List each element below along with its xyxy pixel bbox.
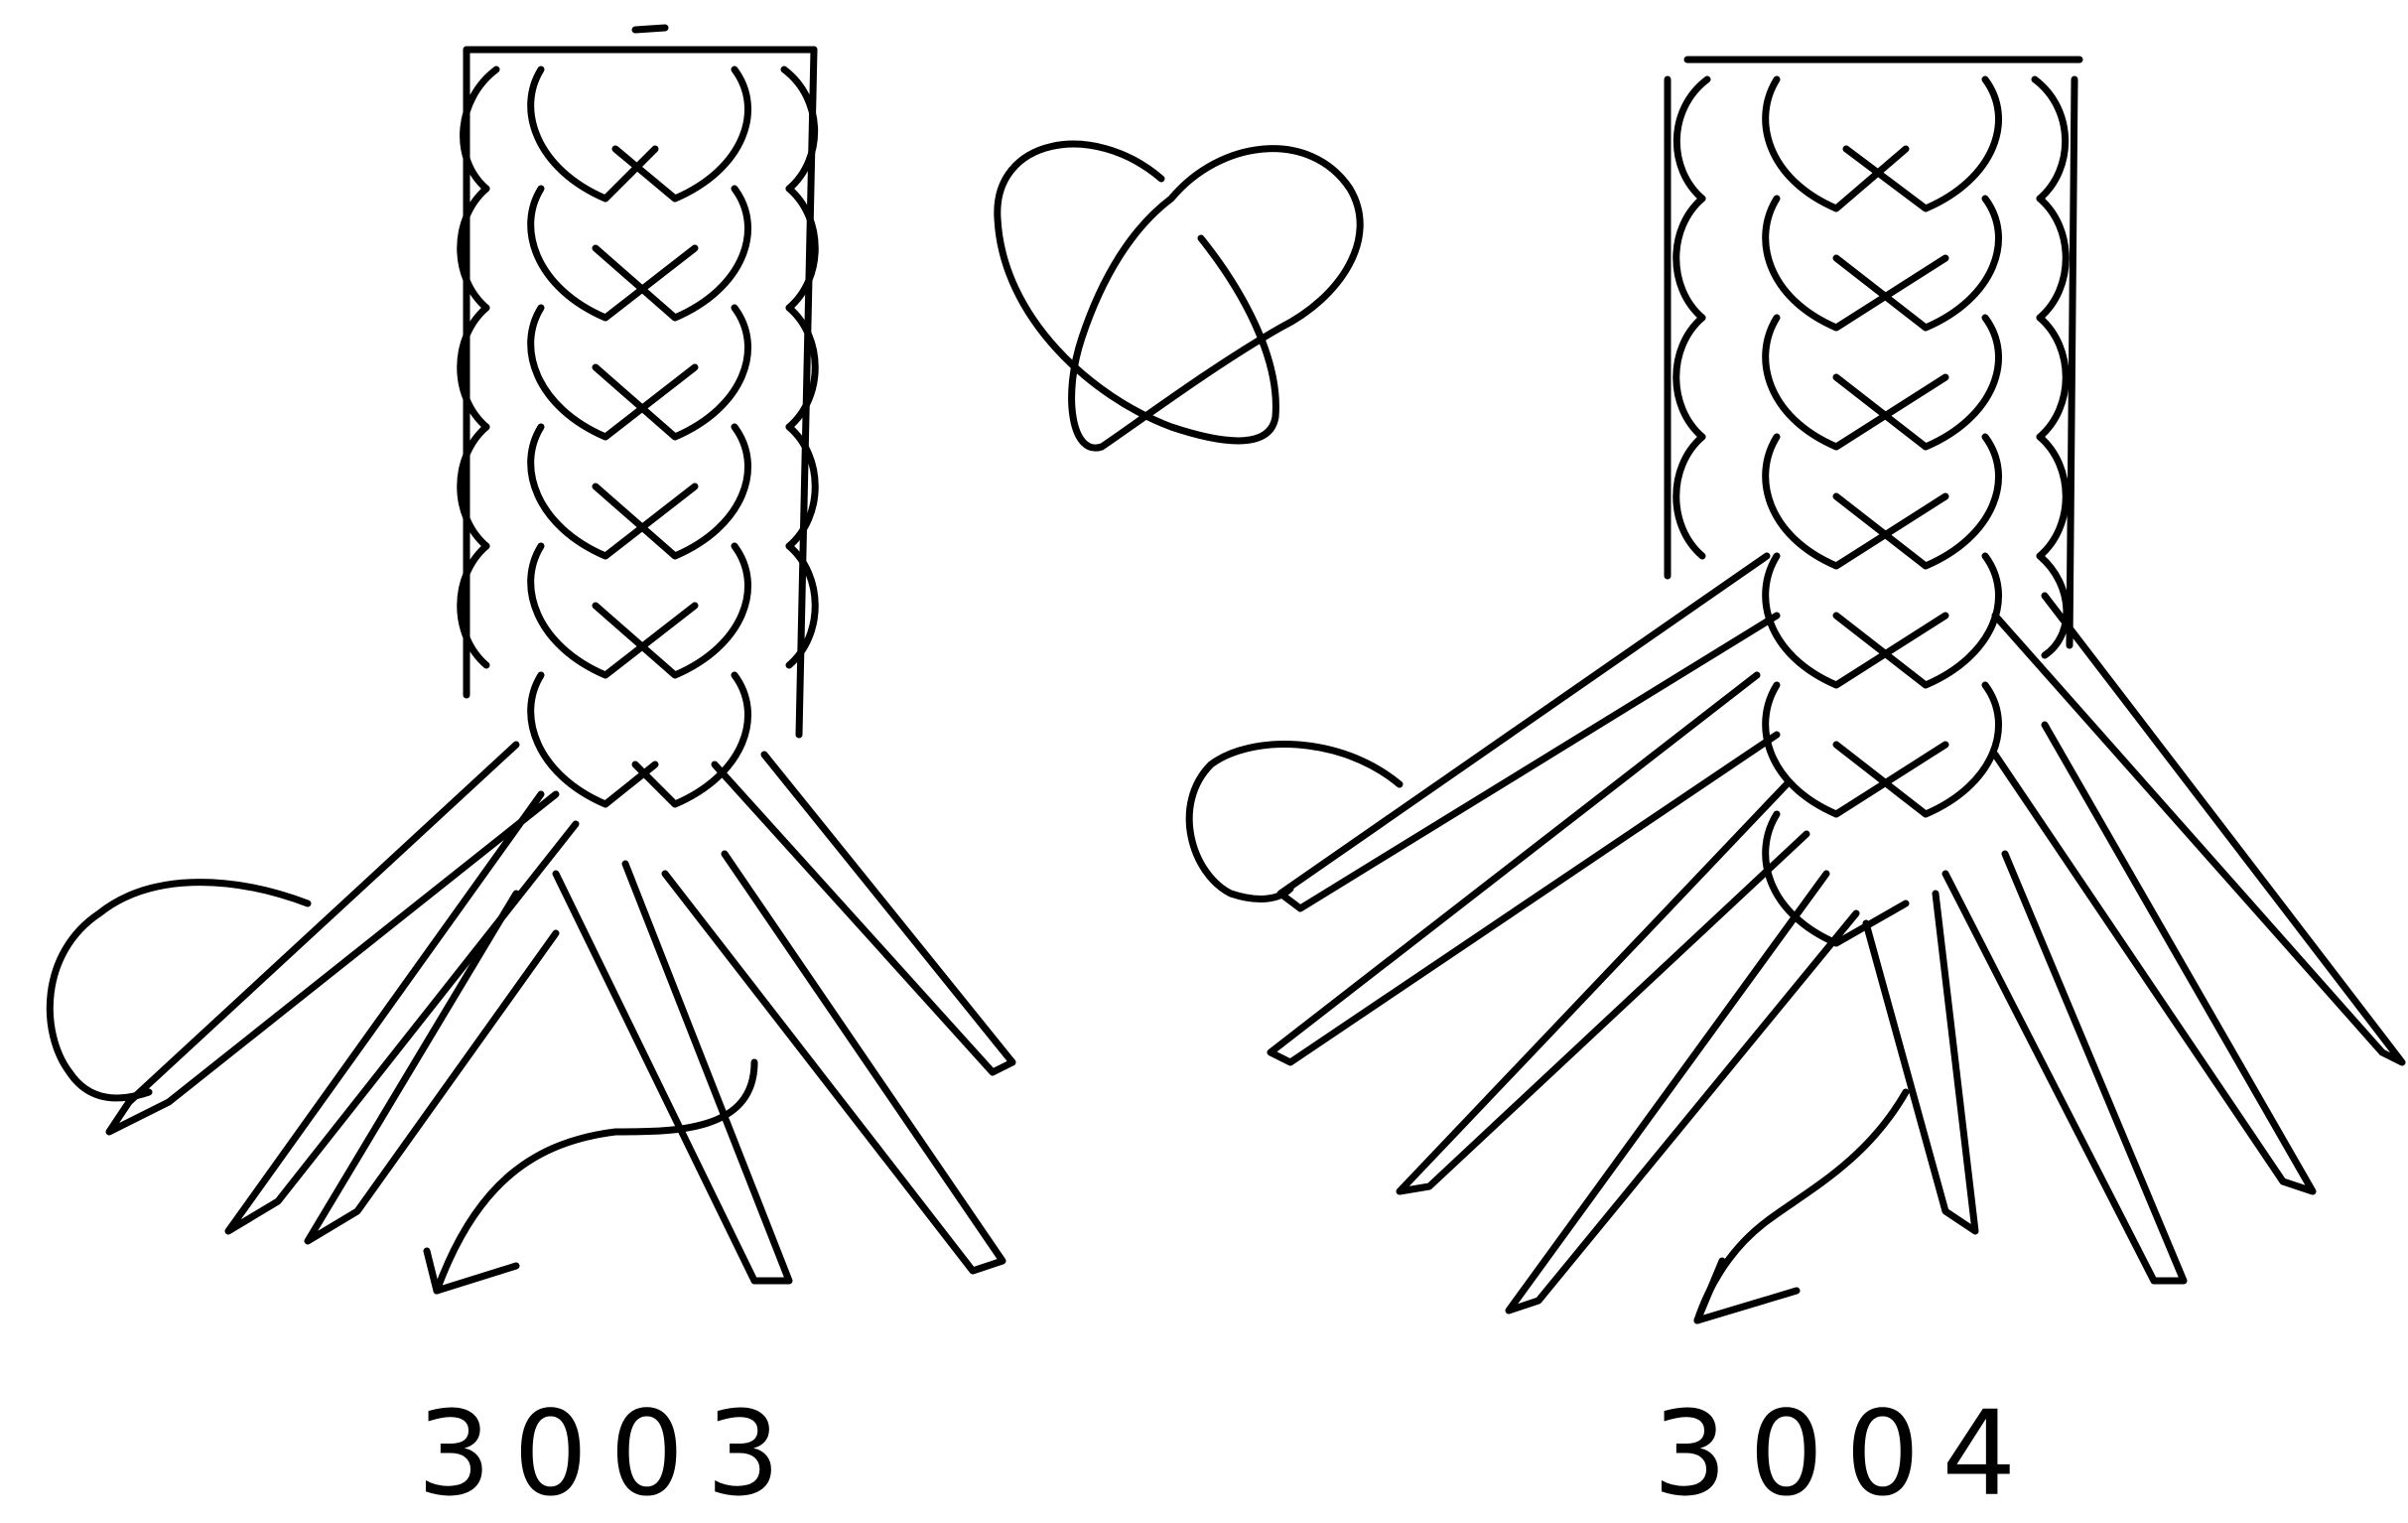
figure-label-3003: 3003 <box>417 1395 802 1512</box>
braid-3004-cap <box>1668 60 2079 645</box>
braid-3003-right-strands <box>596 69 748 804</box>
figure-label-3004: 3004 <box>1653 1395 2038 1512</box>
braid-figure-3004 <box>1189 60 2402 1320</box>
braid-3003-cap <box>467 28 814 735</box>
braid-3004-loose-ends <box>1271 556 2402 1311</box>
overhand-knot-diagram <box>998 144 1360 448</box>
braid-3004-right-edge <box>2035 79 2067 655</box>
braid-3004-direction-arrow <box>1697 1092 1906 1320</box>
braid-3003-working-loop <box>50 883 308 1098</box>
braid-3004-working-loop <box>1189 745 1400 900</box>
braid-figure-3003 <box>50 28 1012 1291</box>
braid-3003-loose-ends <box>109 745 1012 1281</box>
braid-3004-left-edge <box>1676 79 1707 556</box>
